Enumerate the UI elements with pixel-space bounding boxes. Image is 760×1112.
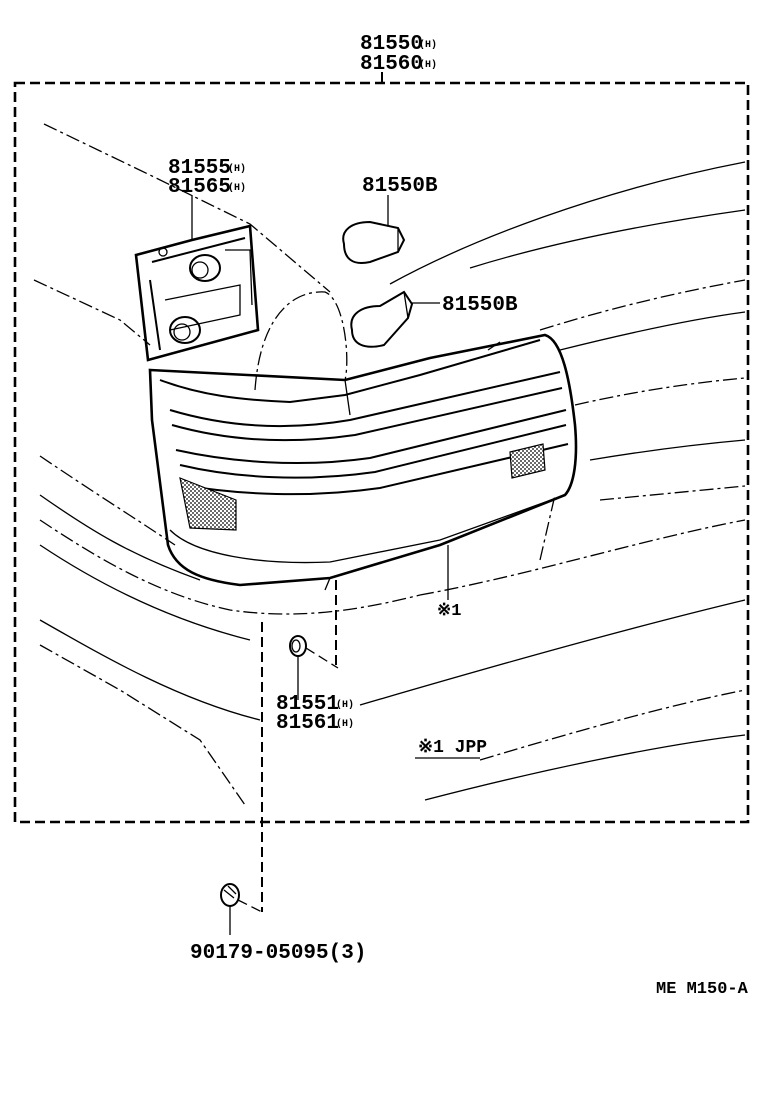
part-number-81560: 81560: [360, 53, 423, 76]
part-number-81561: 81561: [276, 712, 339, 735]
grommet-nut: [289, 635, 339, 700]
part-number-bulb-upper: 81550B: [362, 175, 438, 198]
label-socket: 81555 (H) 81565 (H): [168, 157, 246, 199]
part-suffix-81560: (H): [419, 59, 437, 71]
diagram-code: ME M150-A: [656, 980, 749, 999]
screw: [220, 883, 263, 935]
part-suffix-81550: (H): [419, 39, 437, 51]
label-assembly: 81550 (H) 81560 (H): [360, 33, 437, 76]
part-number-bulb-lower: 81550B: [442, 294, 518, 317]
leader-lines: [415, 545, 480, 759]
bulb-socket-holder: [134, 195, 260, 362]
part-number-81565: 81565: [168, 176, 231, 199]
part-number-81550: 81550: [360, 33, 423, 56]
bulb-lower: [350, 290, 440, 348]
part-number-screw: 90179-05095(3): [190, 942, 366, 965]
part-number-81551: 81551: [276, 693, 339, 716]
reflector-left: [179, 477, 237, 531]
bulb-housing-contour: [254, 291, 348, 391]
assembly-boundary: [13, 72, 750, 824]
part-suffix-81565: (H): [228, 182, 246, 194]
bulb-upper: [342, 195, 406, 264]
part-number-81555: 81555: [168, 157, 231, 180]
reflector-right: [509, 443, 546, 479]
vehicle-body-lines: [33, 123, 746, 806]
lens-reference-mark: ※1: [437, 602, 461, 621]
part-suffix-81555: (H): [228, 163, 246, 175]
part-suffix-81551: (H): [336, 699, 354, 711]
fastener-paths: [261, 580, 337, 912]
part-suffix-81561: (H): [336, 718, 354, 730]
tail-lamp-lens: [148, 333, 578, 591]
note-jpp: ※1 JPP: [418, 738, 487, 758]
label-lens: 81551 (H) 81561 (H): [276, 693, 354, 735]
